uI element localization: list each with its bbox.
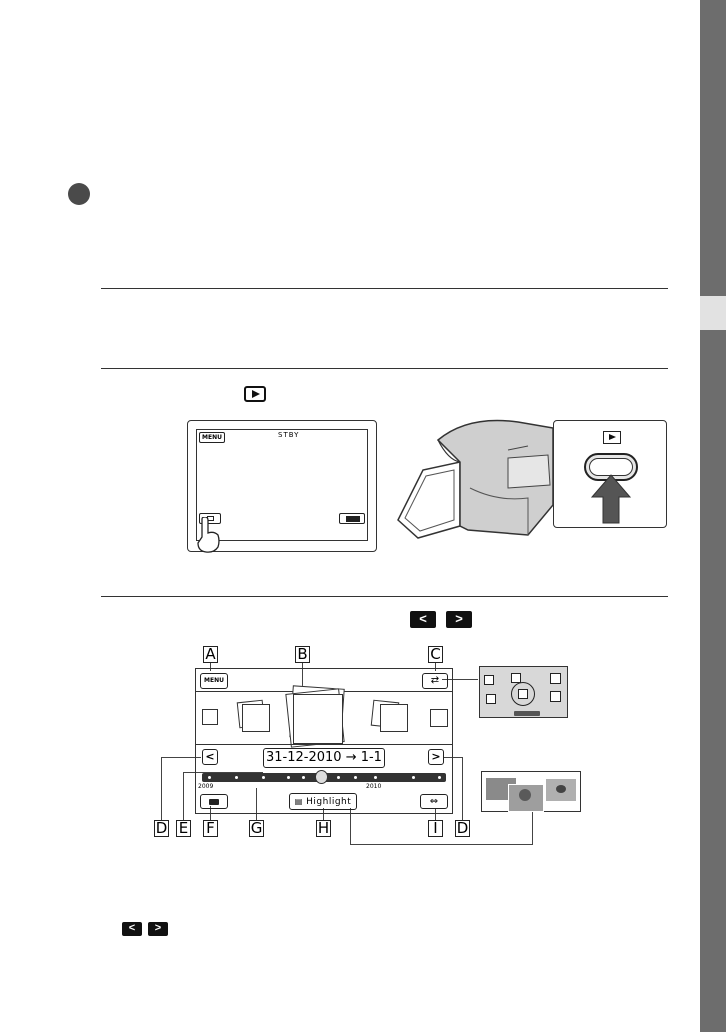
camcorder-illustration [397, 419, 554, 539]
leader-line [183, 772, 263, 773]
inset-thumbnail [486, 694, 496, 704]
press-arrow-icon [590, 474, 632, 524]
rule-1 [101, 288, 668, 289]
inset-label-bar [514, 711, 540, 716]
leader-line [532, 812, 533, 845]
leader-line [435, 808, 436, 820]
leader-line [350, 844, 532, 845]
leader-line [302, 663, 303, 688]
callout-e: E [176, 820, 191, 837]
lcd-inner-frame [196, 429, 368, 541]
leader-line [183, 772, 184, 820]
prev-key-icon-small: < [122, 922, 142, 936]
index-menu-button[interactable]: MENU [200, 673, 228, 689]
movie-icon [209, 799, 219, 805]
inset-focus-ring [511, 682, 535, 706]
leader-line [442, 679, 478, 680]
map-view-inset [479, 666, 568, 718]
lcd-battery-icon [339, 513, 365, 524]
side-tab-marker [700, 296, 726, 330]
index-screen: MENU ⇄ < 31-12-2010 → 1-1 > 2009 2010 ▤ … [195, 668, 453, 814]
callout-b: B [295, 646, 310, 663]
leader-line [161, 757, 162, 820]
callout-h: H [316, 819, 331, 837]
event-date-range: 31-12-2010 → 1-1 [263, 748, 385, 768]
inset-thumbnail [511, 673, 521, 683]
event-thumbnail[interactable] [242, 704, 270, 732]
timeline-end-year: 2010 [366, 783, 382, 790]
highlight-label: Highlight [306, 797, 352, 807]
next-event-button[interactable]: > [428, 749, 444, 765]
play-button-zoom-inset [553, 420, 667, 528]
callout-a: A [203, 646, 218, 663]
camera-lcd-screen: MENU STBY [187, 420, 377, 553]
change-view-button[interactable]: ⇄ [422, 673, 448, 689]
next-key-icon-small: > [148, 922, 168, 936]
play-icon [244, 386, 266, 402]
highlight-button[interactable]: ▤ Highlight [289, 793, 357, 810]
inset-photo [546, 779, 576, 801]
callout-g: G [249, 819, 264, 837]
double-arrow-icon: ⇔ [429, 796, 439, 807]
switch-display-button[interactable]: ⇔ [420, 794, 448, 809]
rule-2 [101, 368, 668, 369]
callout-d-right: D [455, 819, 470, 837]
highlight-playback-inset [481, 771, 581, 812]
section-bullet [68, 183, 90, 205]
side-tab-strip [700, 0, 726, 1032]
highlight-icon: ▤ [294, 797, 303, 806]
timeline-bar[interactable] [202, 770, 446, 784]
lcd-menu-button[interactable]: MENU [199, 432, 225, 443]
leader-line [161, 757, 201, 758]
inset-thumbnail [550, 691, 561, 702]
leader-line [443, 757, 463, 758]
inset-play-label-box [603, 431, 621, 444]
event-thumbnail[interactable] [430, 709, 448, 727]
timeline-slider-handle[interactable] [315, 770, 328, 784]
leader-line [462, 757, 463, 820]
prev-event-button[interactable]: < [202, 749, 218, 765]
leader-line [210, 663, 211, 671]
callout-f: F [203, 820, 218, 837]
inset-thumbnail [484, 675, 494, 685]
inset-photo [508, 784, 544, 812]
rotate-icon: ⇄ [430, 675, 440, 686]
rule-3 [101, 596, 668, 597]
event-thumbnail[interactable] [202, 709, 218, 725]
next-key-icon: > [446, 611, 472, 628]
event-thumbnail[interactable] [380, 704, 408, 732]
lcd-stby-label: STBY [278, 431, 300, 439]
event-thumbnail-center[interactable] [293, 694, 343, 744]
leader-line [350, 808, 351, 844]
callout-c: C [428, 646, 443, 663]
leader-line [256, 788, 257, 820]
inset-thumbnail [550, 673, 561, 684]
movie-photo-toggle-button[interactable] [200, 794, 228, 809]
timeline-start-year: 2009 [198, 783, 214, 790]
prev-key-icon: < [410, 611, 436, 628]
leader-line [435, 663, 436, 671]
finger-touch-icon [197, 517, 220, 553]
callout-i: I [428, 820, 443, 837]
callout-d-left: D [154, 819, 169, 837]
leader-line [323, 808, 324, 820]
